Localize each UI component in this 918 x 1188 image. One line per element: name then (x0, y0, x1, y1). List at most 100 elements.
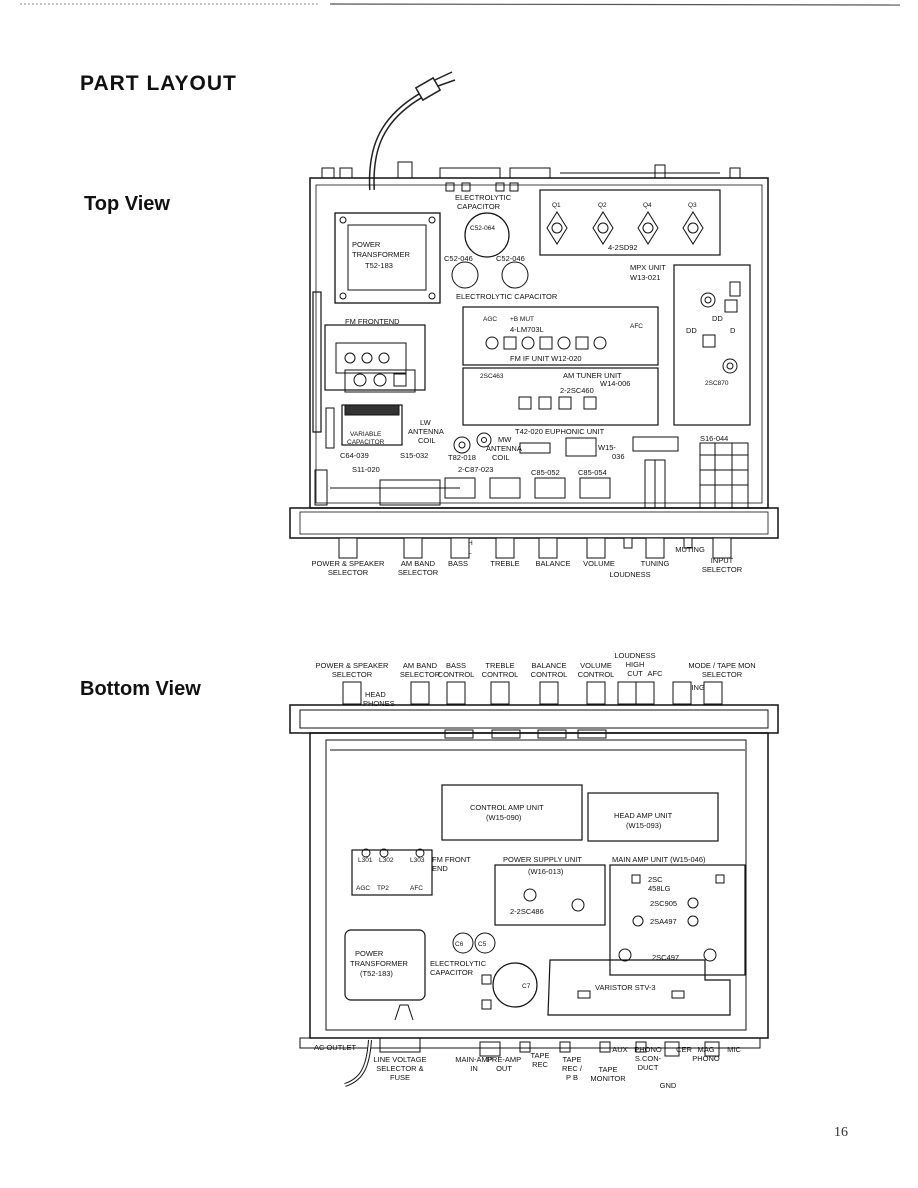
bottom-knob-2 (446, 681, 466, 705)
power-transistor-board (539, 189, 721, 256)
top-control-0-1: SELECTOR (328, 568, 369, 577)
if-ic-1 (503, 336, 517, 350)
main-amp-unit (609, 864, 746, 976)
bottom-knob-4 (539, 681, 559, 705)
svg-text:DD: DD (712, 314, 723, 323)
top-view-heading: Top View (84, 193, 170, 215)
ecap-top-0: ELECTROLYTIC (455, 193, 512, 202)
afc-b: AFC (410, 885, 423, 892)
afc-label: AFC (630, 323, 643, 330)
capacitor-c6 (451, 261, 479, 289)
rear-10-1: PHONO (692, 1054, 720, 1063)
capacitor-large (464, 212, 510, 258)
rear-2-0: MAIN-AMP (455, 1055, 493, 1064)
psu-0: POWER SUPPLY UNIT (503, 855, 582, 864)
rear-5-1: REC / (562, 1064, 583, 1073)
c85b-label: C85-054 (578, 468, 607, 477)
euphonic-unit: T42-020 EUPHONIC UNIT (515, 427, 605, 436)
becap-0: ELECTROLYTIC (430, 959, 487, 968)
top-control-6-0: LOUDNESS (609, 570, 650, 579)
fm-frontend-label: FM FRONTEND (345, 317, 400, 326)
bottom-knob-5 (586, 681, 606, 705)
bottom-control-5-0: VOLUME (580, 661, 612, 670)
top-knob-3 (495, 537, 515, 559)
w15-1: 036 (612, 452, 625, 461)
top-control-3-0: TREBLE (490, 559, 519, 568)
transistor-q0 (546, 211, 568, 245)
top-control-9-1: SELECTOR (702, 565, 743, 574)
mw-coil (476, 432, 492, 448)
t82-label: T82-018 (448, 453, 476, 462)
q2-label: Q2 (598, 202, 607, 209)
if-coil-6 (593, 336, 607, 350)
rear-3-1: OUT (496, 1064, 512, 1073)
lw-coil (453, 436, 471, 454)
mpx-tr: 2SC870 (705, 380, 729, 387)
fm-if-unit (462, 306, 659, 366)
bottom-power-transformer (344, 929, 426, 1001)
lw-2: COIL (418, 436, 436, 445)
rear-2-1: IN (470, 1064, 478, 1073)
fm-front-end (351, 849, 433, 896)
lw-0: LW (420, 418, 432, 427)
svg-text:DD: DD (686, 326, 697, 335)
bottom-knob-1 (410, 681, 430, 705)
rear-5-0: TAPE (562, 1055, 581, 1064)
bottom-control-6-2: CUT (627, 669, 643, 678)
bottom-knob-8 (672, 681, 692, 705)
power-transformer (334, 212, 441, 304)
c64-label: C64-039 (340, 451, 369, 460)
cap-c52-064: C52-064 (470, 225, 495, 232)
q4-label: Q4 (643, 202, 652, 209)
top-knob-7 (645, 537, 665, 559)
cap-c6 (452, 932, 474, 954)
s16-label: S16-044 (700, 434, 728, 443)
bottom-knob-0 (342, 681, 362, 705)
cap-c5-label: C5 (478, 941, 487, 948)
main-tr-4: 2SC497 (652, 953, 679, 962)
page-number: 16 (834, 1125, 848, 1140)
main-tr-0: 2SC (648, 875, 663, 884)
ptx-line-1: TRANSFORMER (352, 250, 411, 259)
bottom-control-9-0: MODE / TAPE MON (688, 661, 755, 670)
bottom-control-3-1: CONTROL (482, 670, 519, 679)
bottom-control-6-1: HIGH (626, 660, 645, 669)
bottom-knob-9 (703, 681, 723, 705)
c85a-label: C85-052 (531, 468, 560, 477)
bottom-knob-3 (490, 681, 510, 705)
bptx-0: POWER (355, 949, 384, 958)
bottom-control-0-1: SELECTOR (332, 670, 373, 679)
if-ic-5 (575, 336, 589, 350)
rear-3-0: PRE-AMP (487, 1055, 521, 1064)
bottom-control-2-0: BASS (446, 661, 466, 670)
bottom-knob-7 (635, 681, 655, 705)
rear-4-1: REC (532, 1060, 548, 1069)
top-control-1-0: AM BAND (401, 559, 436, 568)
if-ic-3 (539, 336, 553, 350)
rear-9-0: CER (676, 1045, 692, 1054)
varistor-label: VARISTOR STV-3 (595, 983, 656, 992)
power-supply-unit (494, 864, 606, 926)
main-tr-2: 2SC905 (650, 899, 677, 908)
rear-1-0: LINE VOLTAGE (373, 1055, 426, 1064)
transistor-q2 (637, 211, 659, 245)
varistor-area (547, 959, 731, 1016)
rear-4-0: TAPE (530, 1051, 549, 1060)
input-selector-switch (644, 442, 749, 509)
bptx-1: TRANSFORMER (350, 959, 409, 968)
psu-1: (W16-013) (528, 867, 564, 876)
am-part-0 (518, 396, 532, 410)
bottom-control-7-0: AFC (648, 669, 664, 678)
bottom-control-4-0: BALANCE (531, 661, 566, 670)
s15-label: S15-032 (400, 451, 428, 460)
transistor-part: 4-2SD92 (608, 243, 638, 252)
if-coil-0 (485, 336, 499, 350)
top-knob-2 (450, 537, 470, 559)
bottom-control-5-1: CONTROL (578, 670, 615, 679)
am-tr1: 2SC463 (480, 373, 504, 380)
bottom-view-heading: Bottom View (80, 678, 201, 700)
top-knob-4 (538, 537, 558, 559)
rear-11-0: MIC (727, 1045, 741, 1054)
ecap-top-1: CAPACITOR (457, 202, 501, 211)
